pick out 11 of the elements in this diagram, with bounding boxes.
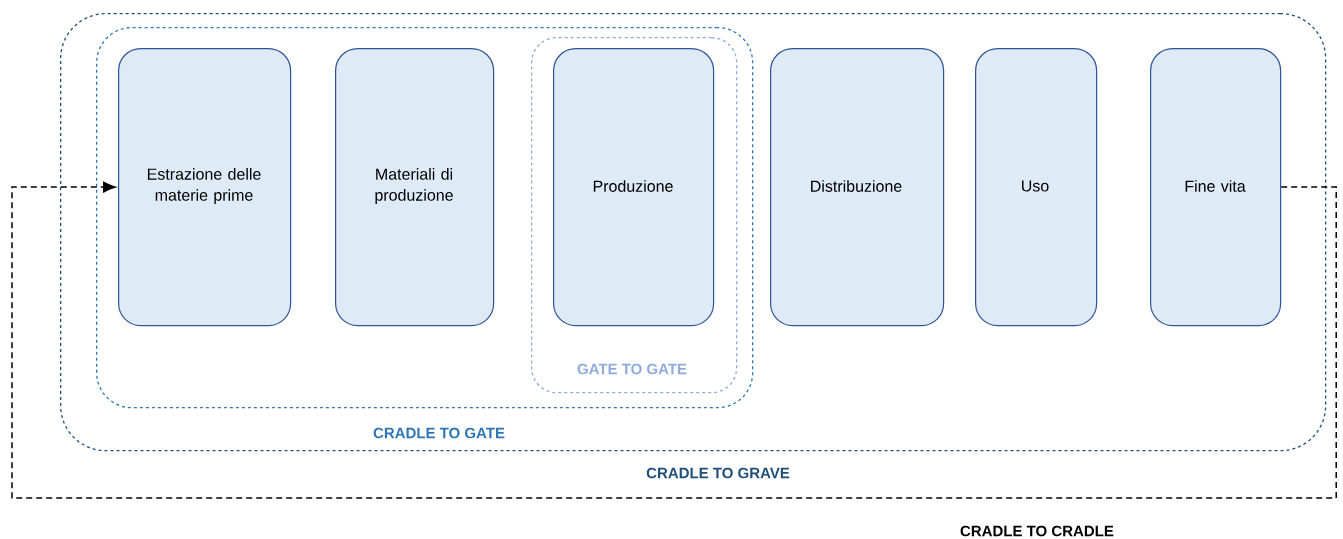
group-heading: CRADLE TO GATE (373, 427, 505, 439)
stage-label: Uso (1022, 180, 1049, 192)
stage-label: Estrazione delle materie prime (147, 168, 261, 204)
loop-arrow (11, 181, 1337, 499)
stage-label: Fine vita (1185, 180, 1246, 192)
group-heading: CRADLE TO GRAVE (646, 467, 790, 479)
stage-label: Produzione (593, 180, 673, 192)
stage-label: Distribuzione (811, 180, 902, 192)
group-heading: GATE TO GATE (577, 363, 687, 375)
edge-label: CRADLE TO CRADLE (958, 523, 1116, 539)
stage-label: Materiali di produzione (375, 168, 453, 204)
